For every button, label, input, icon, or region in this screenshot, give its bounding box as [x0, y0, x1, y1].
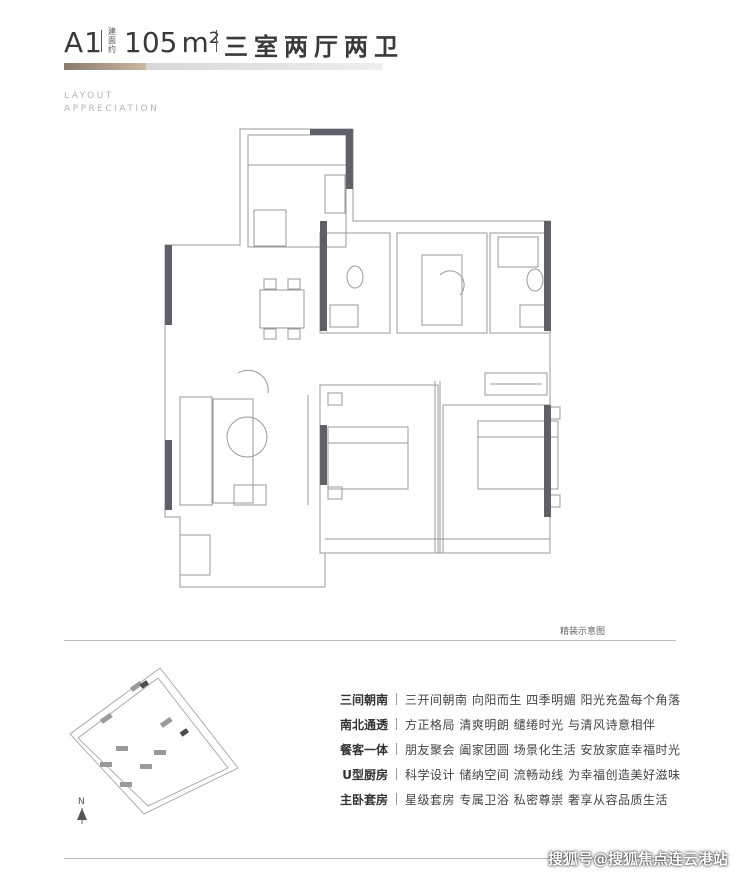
feature-desc: 星级套房 专属卫浴 私密尊崇 奢享从容品质生活 — [405, 792, 668, 807]
feature-separator — [396, 693, 397, 705]
site-plan: N — [69, 667, 239, 824]
feature-separator — [396, 743, 397, 755]
divider-top — [64, 640, 676, 641]
floorplan-caption: 精装示意图 — [559, 627, 605, 637]
title-bar-accent — [64, 63, 146, 70]
divider-bottom — [64, 858, 676, 859]
feature-title: U型厨房 — [342, 767, 388, 782]
title-separator — [216, 30, 217, 52]
layout-subtitle: LAYOUT APPRECIATION — [64, 90, 159, 116]
feature-desc: 三开间朝南 向阳而生 四季明媚 阳光充盈每个角落 — [405, 692, 681, 707]
feature-title: 三间朝南 — [339, 692, 388, 707]
feature-row: 餐客一体 朋友聚会 阖家团圆 场景化生活 安放家庭幸福时光 — [322, 738, 680, 760]
feature-desc: 方正格局 清爽明朗 缱绻时光 与清风诗意相伴 — [405, 717, 656, 732]
feature-title: 南北通透 — [339, 717, 388, 732]
feature-separator — [396, 793, 397, 805]
room-type: 三室两厅两卫 — [224, 33, 404, 61]
feature-separator — [396, 718, 397, 730]
feature-desc: 科学设计 储纳空间 流畅动线 为幸福创造美好滋味 — [405, 767, 681, 782]
watermark: 搜狐号@搜狐焦点连云港站 — [547, 850, 728, 868]
feature-row: 主卧套房 星级套房 专属卫浴 私密尊崇 奢享从容品质生活 — [322, 788, 668, 810]
feature-desc: 朋友聚会 阖家团圆 场景化生活 安放家庭幸福时光 — [405, 742, 681, 757]
area-number: 105 — [124, 26, 178, 59]
title-separator — [101, 30, 102, 52]
title-bar-track — [146, 63, 383, 70]
feature-title: 主卧套房 — [339, 792, 388, 807]
feature-row: 南北通透 方正格局 清爽明朗 缱绻时光 与清风诗意相伴 — [322, 713, 655, 735]
area-label: 建面约 — [108, 27, 116, 54]
feature-row: U型厨房 科学设计 储纳空间 流畅动线 为幸福创造美好滋味 — [322, 763, 680, 785]
floorplan-drawing — [164, 128, 561, 588]
unit-code: A1 — [64, 26, 103, 59]
layout-subtitle-line2: APPRECIATION — [64, 104, 160, 114]
layout-subtitle-line1: LAYOUT — [64, 91, 114, 101]
area-unit: m² — [181, 26, 220, 59]
feature-row: 三间朝南 三开间朝南 向阳而生 四季明媚 阳光充盈每个角落 — [322, 688, 680, 710]
feature-title: 餐客一体 — [339, 742, 388, 757]
feature-separator — [396, 768, 397, 780]
north-label: N — [78, 797, 85, 807]
